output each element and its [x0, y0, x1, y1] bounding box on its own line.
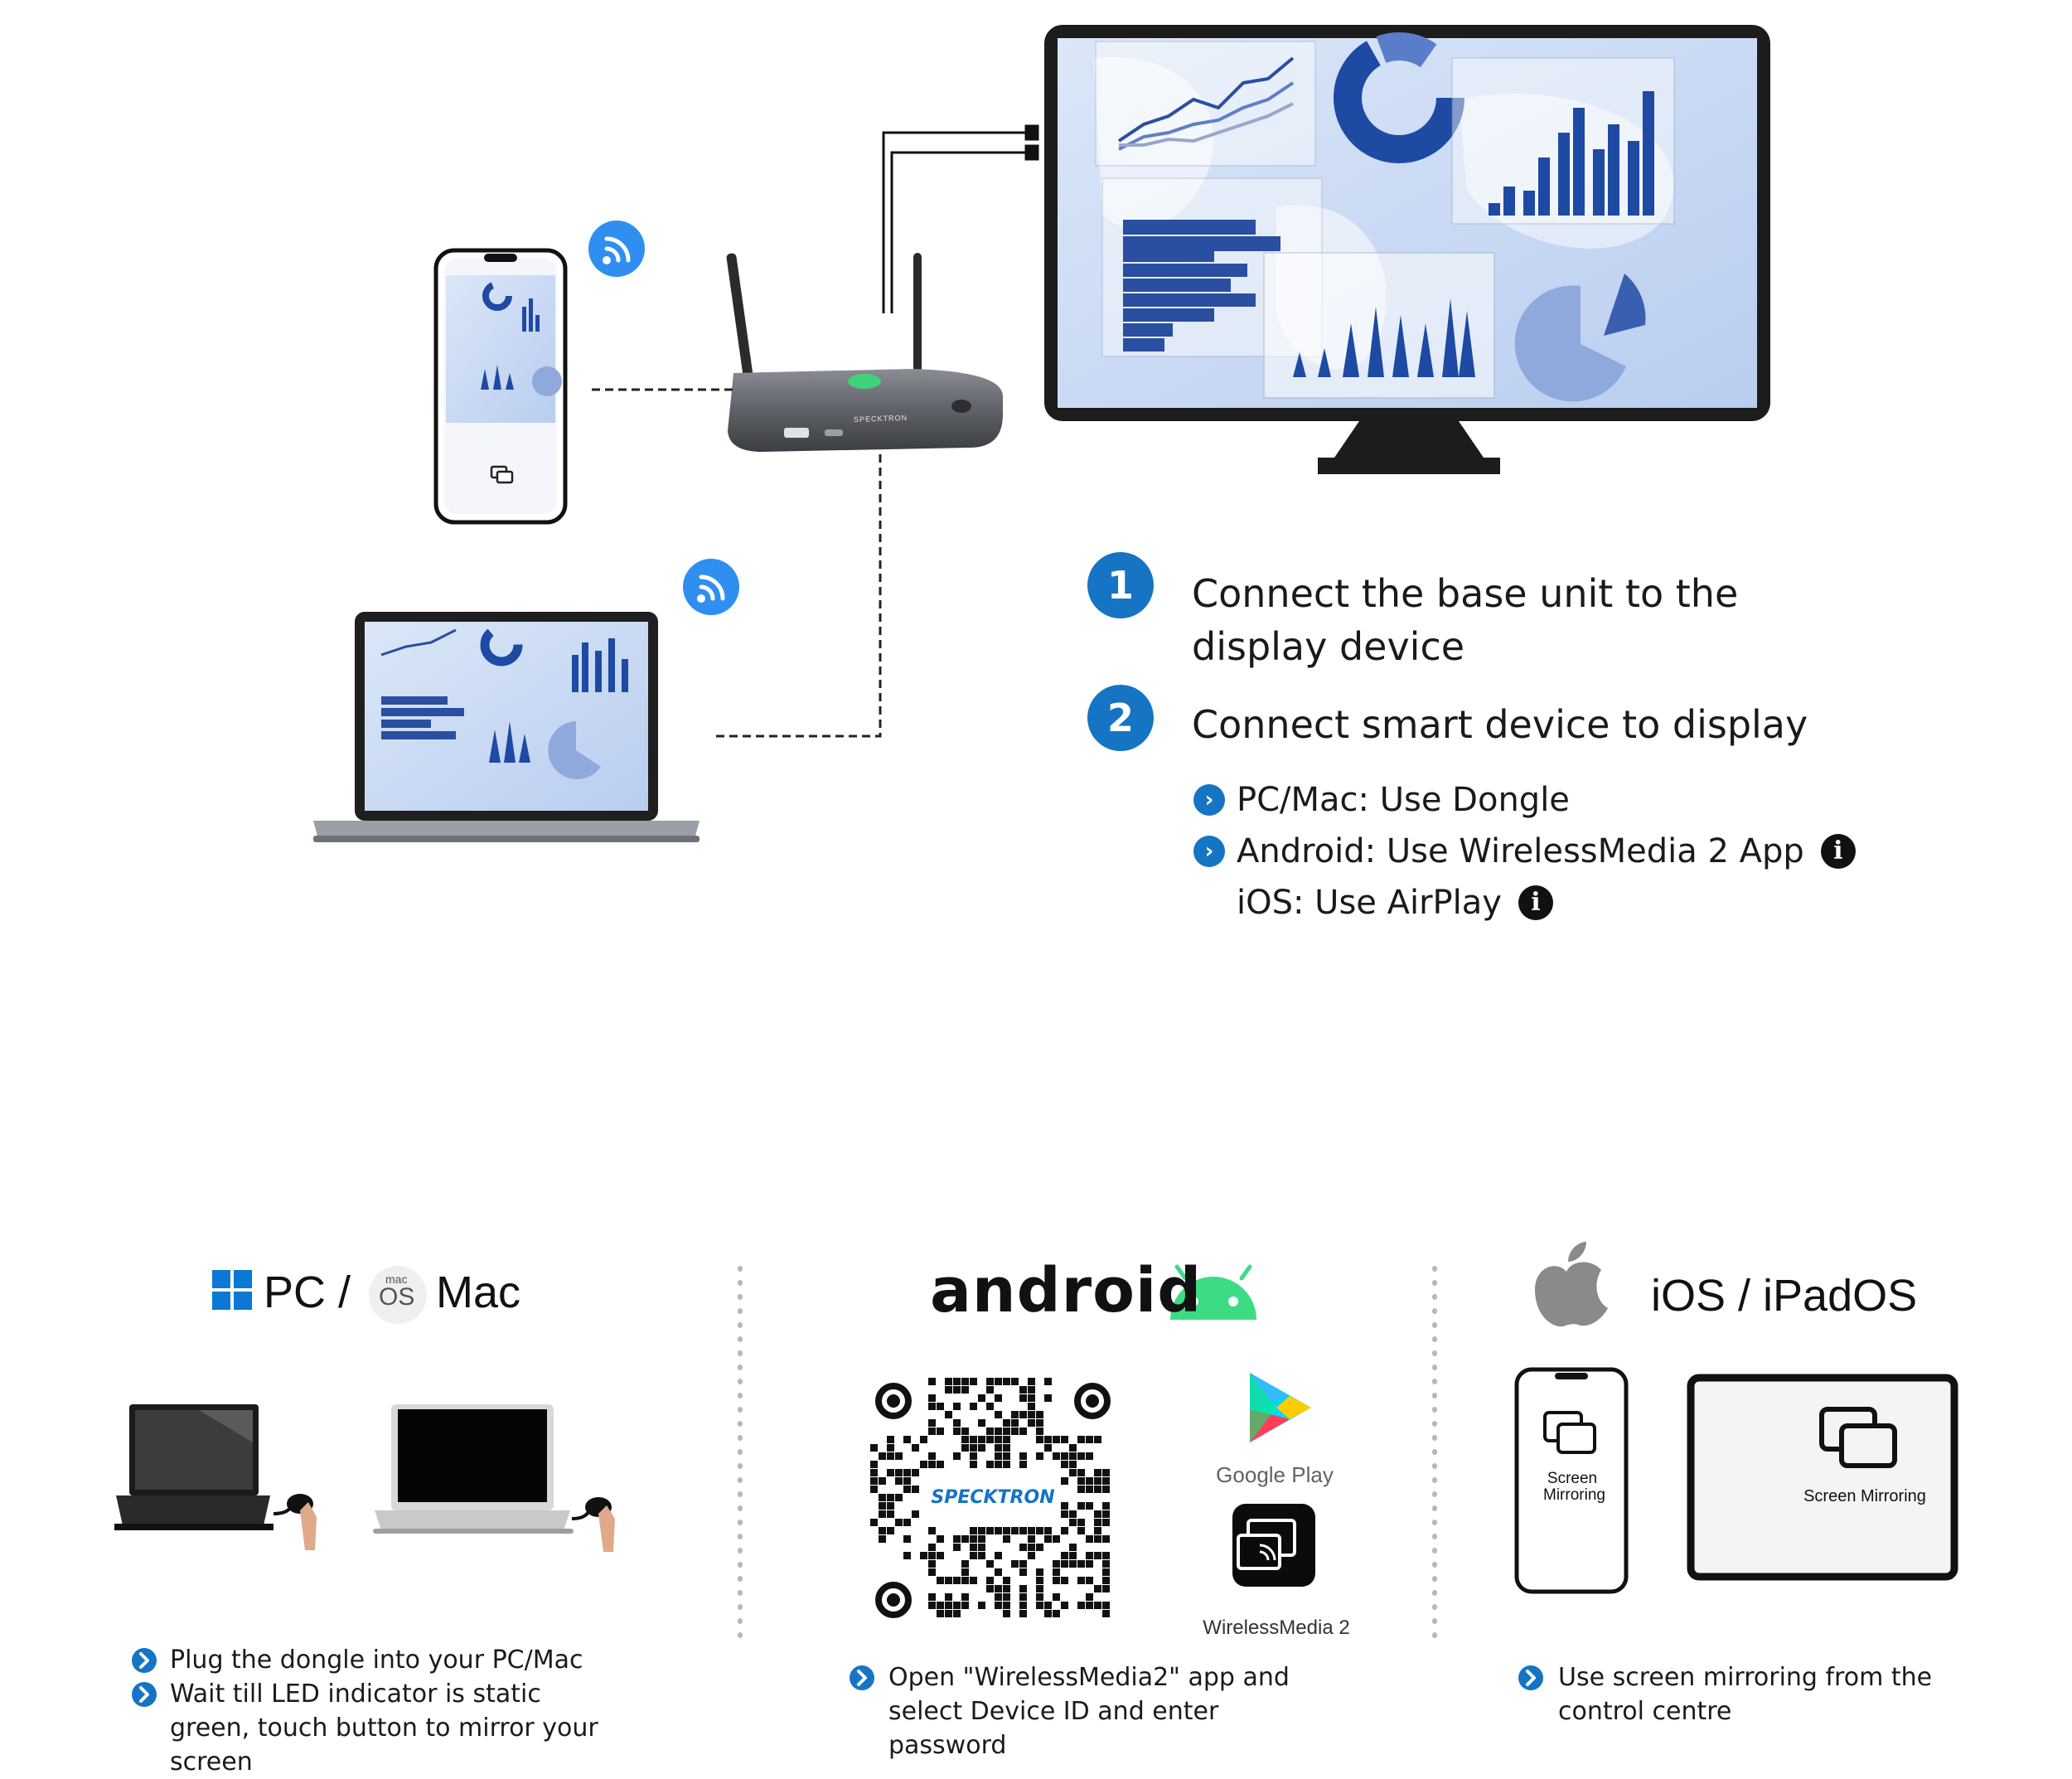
display-monitor [1044, 25, 1770, 474]
iphone-mirroring-label: Screen Mirroring [1543, 1470, 1605, 1504]
hdmi-cables [882, 124, 1039, 313]
chevron-right-icon: › [1193, 784, 1225, 816]
screen-mirroring-icon [490, 465, 514, 484]
pc-note-2: Wait till LED indicator is static green,… [170, 1680, 598, 1777]
wirelessmedia-app-icon [1232, 1504, 1315, 1587]
step-number-1: 1 [1106, 563, 1134, 608]
macos-badge-icon [369, 1266, 427, 1324]
google-play-icon [1250, 1373, 1311, 1442]
option-row: iOS: Use AirPlay i [1193, 882, 1553, 923]
option-row: › PC/Mac: Use Dongle [1193, 779, 1570, 821]
option-text: PC/Mac: Use Dongle [1237, 781, 1570, 819]
android-wordmark: android [930, 1255, 1203, 1326]
macos-big-label: OS [379, 1283, 415, 1311]
android-note-1: Open "WirelessMedia2" app and select Dev… [888, 1663, 1290, 1760]
step-1-text: Connect the base unit to the display dev… [1192, 571, 1739, 669]
info-icon[interactable]: i [1518, 885, 1553, 920]
step-badge-1 [1087, 552, 1154, 618]
mac-title: Mac [436, 1268, 521, 1317]
chevron-right-icon [1193, 887, 1225, 919]
chevron-right-icon [132, 1648, 157, 1673]
ipad-mirroring-label: Screen Mirroring [1803, 1487, 1926, 1505]
step-badge-2 [1087, 685, 1154, 751]
android-robot-icon [1170, 1264, 1256, 1320]
apple-logo-icon [1535, 1242, 1608, 1327]
google-play-label: Google Play [1216, 1462, 1334, 1487]
smartphone [433, 248, 568, 525]
wifi-icon [588, 221, 645, 277]
base-unit [726, 253, 1003, 452]
pc-mac-heading: PC / [264, 1267, 351, 1325]
chevron-right-icon [132, 1682, 157, 1707]
pc-title: PC / [264, 1268, 351, 1317]
wifi-icon [683, 559, 739, 615]
option-row: › Android: Use WirelessMedia 2 App i [1193, 831, 1856, 872]
wireless-links [592, 388, 882, 738]
info-icon[interactable]: i [1820, 834, 1856, 869]
laptop [313, 612, 700, 842]
chevron-right-icon: › [1193, 836, 1225, 867]
step-2-text: Connect smart device to display [1192, 702, 1808, 747]
screen-mirroring-icon [1819, 1407, 1897, 1468]
iphone-control-centre [1514, 1367, 1629, 1594]
chevron-right-icon [850, 1665, 874, 1690]
step-number-2: 2 [1106, 696, 1134, 740]
ipad-control-centre [1687, 1374, 1958, 1581]
ios-note-1: Use screen mirroring from the control ce… [1558, 1663, 1933, 1726]
macbook-with-dongle [373, 1404, 615, 1552]
windows-laptop-with-dongle [114, 1404, 317, 1550]
ios-ipados-heading: iOS / iPadOS [1651, 1271, 1918, 1321]
option-text: Android: Use WirelessMedia 2 App [1237, 832, 1804, 870]
option-text: iOS: Use AirPlay [1237, 884, 1502, 922]
chevron-right-icon [1518, 1665, 1543, 1690]
wirelessmedia-label: WirelessMedia 2 [1203, 1617, 1350, 1639]
qr-code-icon [869, 1376, 1117, 1625]
macos-small-label: mac [385, 1272, 408, 1286]
qr-brand-logo: SPECKTRON [931, 1487, 1055, 1508]
pc-note-1: Plug the dongle into your PC/Mac [170, 1646, 583, 1675]
screen-mirroring-icon [1543, 1411, 1596, 1454]
windows-logo-icon [212, 1270, 252, 1310]
